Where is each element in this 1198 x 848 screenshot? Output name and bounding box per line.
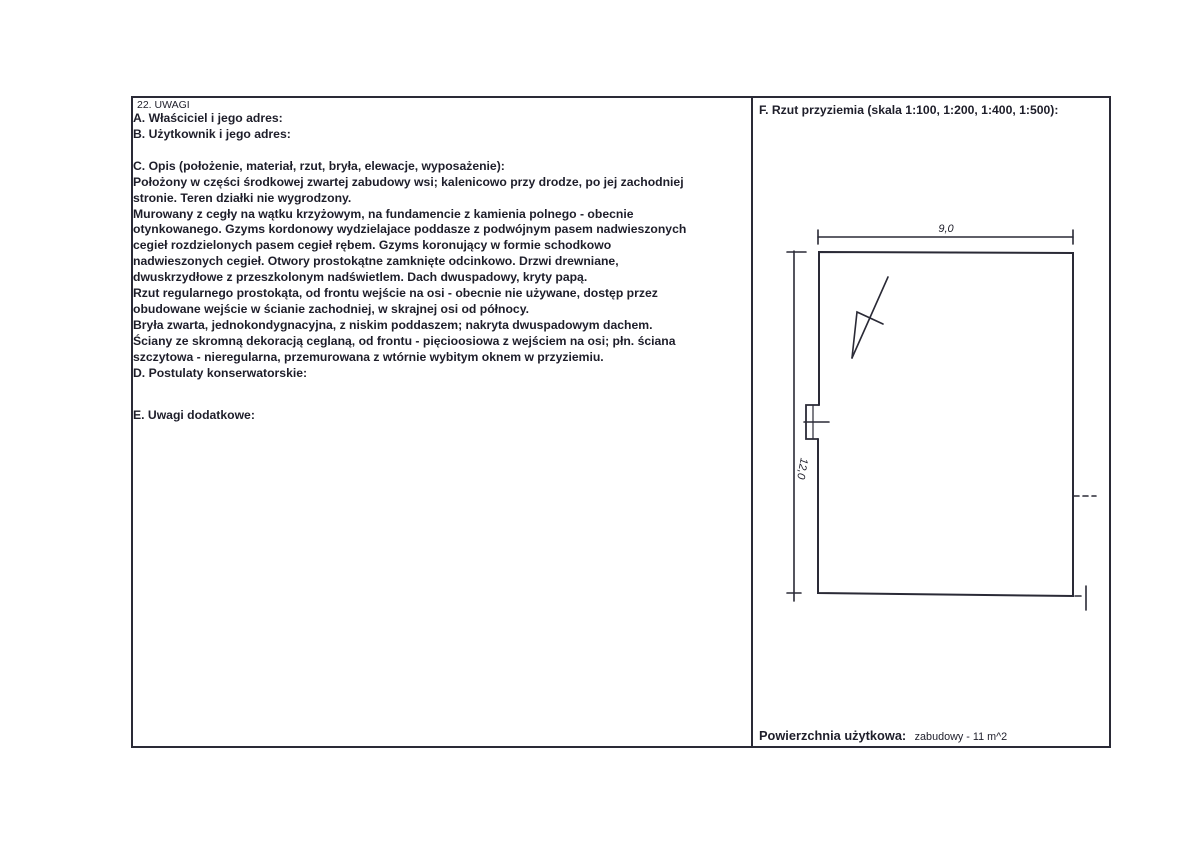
usable-area-row: Powierzchnia użytkowa: zabudowy - 11 m^2 bbox=[759, 727, 1007, 745]
description-line: szczytowa - nieregularna, przemurowana z… bbox=[133, 349, 604, 364]
column-divider bbox=[751, 96, 753, 748]
description-line: Bryła zwarta, jednokondygnacyjna, z nisk… bbox=[133, 317, 653, 332]
description-line: Ściany ze skromną dekoracją ceglaną, od … bbox=[133, 333, 676, 348]
section-number: 22. UWAGI bbox=[137, 99, 190, 111]
description-line: Murowany z cegły na wątku krzyżowym, na … bbox=[133, 206, 634, 221]
description-label: C. Opis (położenie, materiał, rzut, brył… bbox=[133, 158, 505, 173]
description-line: Rzut regularnego prostokąta, od frontu w… bbox=[133, 286, 658, 301]
length-dimension-label: 12,0 bbox=[794, 457, 810, 481]
user-label: B. Użytkownik i jego adres: bbox=[133, 126, 291, 141]
description-line: cegieł rozdzielonych pasem cegieł rębem.… bbox=[133, 238, 612, 253]
description-line: otynkowanego. Gzyms kordonowy wydzielaja… bbox=[133, 222, 687, 237]
description-line: stronie. Teren działki nie wygrodzony. bbox=[133, 190, 352, 205]
width-dimension-label: 9,0 bbox=[938, 223, 954, 235]
usable-area-label: Powierzchnia użytkowa: bbox=[759, 728, 907, 743]
description-text: Położony w części środkowej zwartej zabu… bbox=[133, 175, 749, 366]
description-line: Położony w części środkowej zwartej zabu… bbox=[133, 174, 684, 189]
description-line: obudowane wejście w ścianie zachodniej, … bbox=[133, 301, 529, 316]
usable-area-value: zabudowy - 11 m^2 bbox=[914, 731, 1008, 743]
description-line: dwuskrzydłowe z przeszkolonym nadświetle… bbox=[133, 270, 588, 285]
form-frame bbox=[131, 96, 1111, 748]
ground-plan-title: F. Rzut przyziemia (skala 1:100, 1:200, … bbox=[759, 103, 1059, 117]
ground-plan-drawing: 9,0 12,0 bbox=[786, 223, 1097, 611]
postulates-label: D. Postulaty konserwatorskie: bbox=[133, 365, 308, 380]
remarks-panel: 22. UWAGI A. Właściciel i jego adres: B.… bbox=[133, 99, 749, 739]
remarks-label: E. Uwagi dodatkowe: bbox=[133, 407, 255, 422]
owner-label: A. Właściciel i jego adres: bbox=[133, 111, 283, 125]
description-line: nadwieszonych cegieł. Otwory prostokątne… bbox=[133, 254, 619, 269]
